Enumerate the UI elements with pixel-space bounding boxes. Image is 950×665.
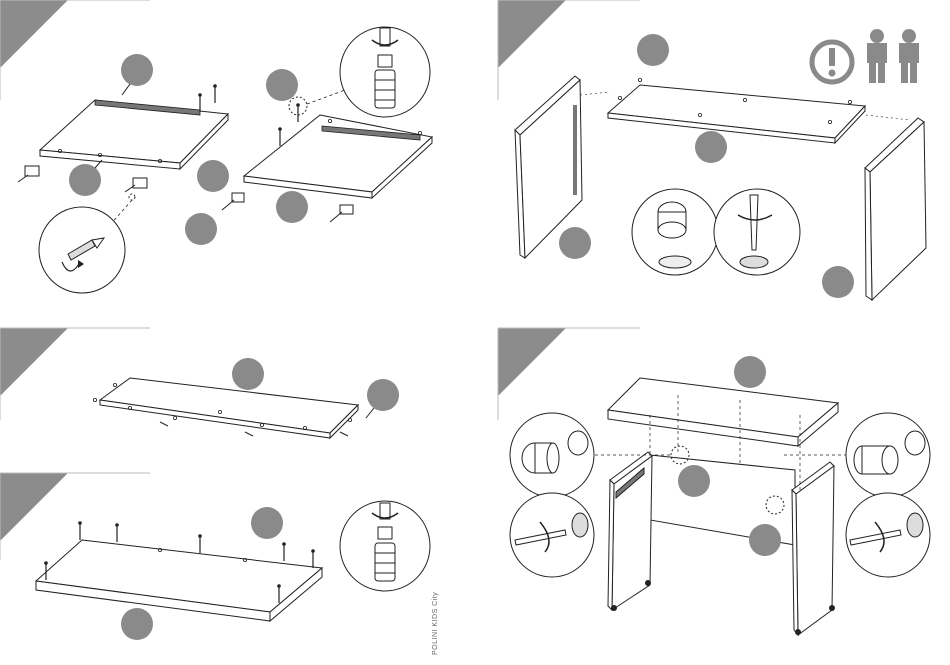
callout-circle: [232, 358, 264, 390]
assembled-desk: [595, 378, 850, 635]
callout-circle: [121, 54, 153, 95]
step-4: [0, 473, 430, 640]
detail-circle-dowel-top: [340, 27, 430, 117]
detail-circle-screwdriver-left: [510, 493, 594, 577]
callout-circle: [185, 213, 217, 245]
detail-circle-cam-lock: [632, 189, 718, 275]
detail-circle-dowel-insert: [340, 501, 430, 591]
step-corner-marker: [498, 0, 566, 68]
step-3: [0, 328, 399, 438]
step-corner-marker: [0, 328, 68, 396]
callout-circle: [276, 191, 308, 223]
callout-circle: [69, 160, 102, 196]
detail-circle-screwdriver-right: [846, 493, 930, 577]
desktop-panel-with-dowels: [36, 521, 322, 621]
callout-circle: [734, 356, 766, 388]
callout-circle: [749, 524, 781, 556]
callout-circle: [266, 69, 298, 101]
middle-shelf: [608, 78, 865, 143]
bottom-panel-right: [244, 103, 432, 198]
detail-circle-cam-right: [846, 413, 930, 497]
warning-notice: [812, 29, 919, 83]
step-1: [0, 0, 432, 293]
bottom-panel-left: [40, 84, 228, 169]
detail-circle-screwdriver: [714, 189, 800, 275]
callout-circle: [637, 34, 669, 66]
callout-circle: [251, 507, 283, 539]
callout-circle: [822, 266, 854, 298]
step-5: [498, 328, 930, 635]
callout-circle: [367, 379, 399, 411]
step-2: [498, 0, 926, 300]
callout-circle: [559, 227, 591, 259]
desktop-panel: [93, 378, 358, 438]
callout-circle: [695, 131, 727, 163]
two-people-icon: [867, 29, 919, 83]
detail-circle-screw: [39, 207, 125, 293]
callout-circle: [121, 608, 153, 640]
step-corner-marker: [0, 473, 68, 541]
glide-right: [125, 178, 147, 192]
step-corner-marker: [0, 0, 68, 68]
step-corner-marker: [498, 328, 566, 396]
detail-circle-cam-left: [510, 413, 594, 497]
callout-circle: [197, 160, 229, 192]
glide-left: [18, 166, 39, 182]
side-panel-right: [865, 118, 926, 300]
callout-circle: [678, 465, 710, 497]
brand-label: POLINI KIDS City: [432, 592, 439, 655]
